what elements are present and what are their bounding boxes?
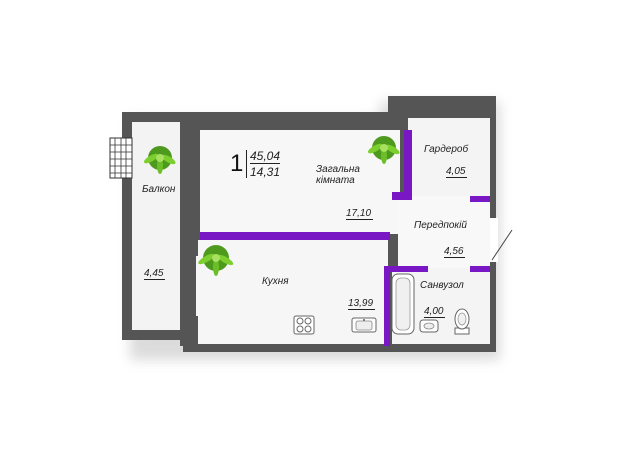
- kitchen-area: 13,99: [348, 298, 376, 310]
- accent-wall-bath-top: [388, 266, 428, 272]
- sink-icon: [419, 319, 439, 333]
- accent-wall-wardrobe-h: [392, 192, 412, 200]
- wall-balcony-mid: [180, 204, 198, 256]
- bathroom-label: Санвузол: [420, 280, 464, 291]
- living-area: 14,31: [250, 165, 281, 179]
- entrance-door-icon: [490, 218, 513, 262]
- plant-icon: [367, 136, 400, 164]
- hallway-label: Передпокій: [414, 220, 467, 231]
- floor-living-room: [200, 130, 400, 234]
- window-grid-icon: [109, 137, 133, 179]
- total-area: 45,04: [250, 149, 281, 164]
- sink-icon: [351, 317, 377, 333]
- wardrobe-area: 4,05: [446, 166, 468, 178]
- bathtub-icon: [391, 273, 415, 335]
- bathroom-area: 4,00: [424, 306, 446, 318]
- accent-wall-bath-right: [470, 266, 490, 272]
- stove-icon: [293, 315, 315, 335]
- balcony-area: 4,45: [144, 268, 166, 280]
- plant-icon: [198, 245, 234, 276]
- accent-wall-bath-left: [384, 266, 390, 346]
- apartment-summary: 1 45,04 14,31: [228, 146, 281, 180]
- wall-wardrobe-left: [402, 112, 408, 130]
- rooms-count: 1: [230, 150, 248, 178]
- wardrobe-label: Гардероб: [424, 144, 469, 155]
- living-room-label: Загальна кімната: [316, 164, 360, 186]
- wall-balcony-bottom: [180, 316, 198, 346]
- accent-wall-wardrobe-v: [404, 130, 412, 200]
- hallway-area: 4,56: [444, 246, 466, 258]
- accent-wall-hall-right: [470, 196, 490, 202]
- plant-icon: [143, 146, 176, 174]
- floor-wardrobe: [408, 118, 490, 196]
- wall-balcony-top: [180, 112, 200, 150]
- toilet-icon: [454, 308, 470, 335]
- kitchen-label: Кухня: [262, 276, 289, 287]
- balcony-label: Балкон: [142, 184, 176, 195]
- floor-hallway: [398, 196, 490, 268]
- living-room-area: 17,10: [346, 208, 374, 220]
- accent-wall-living-kitchen: [200, 232, 390, 240]
